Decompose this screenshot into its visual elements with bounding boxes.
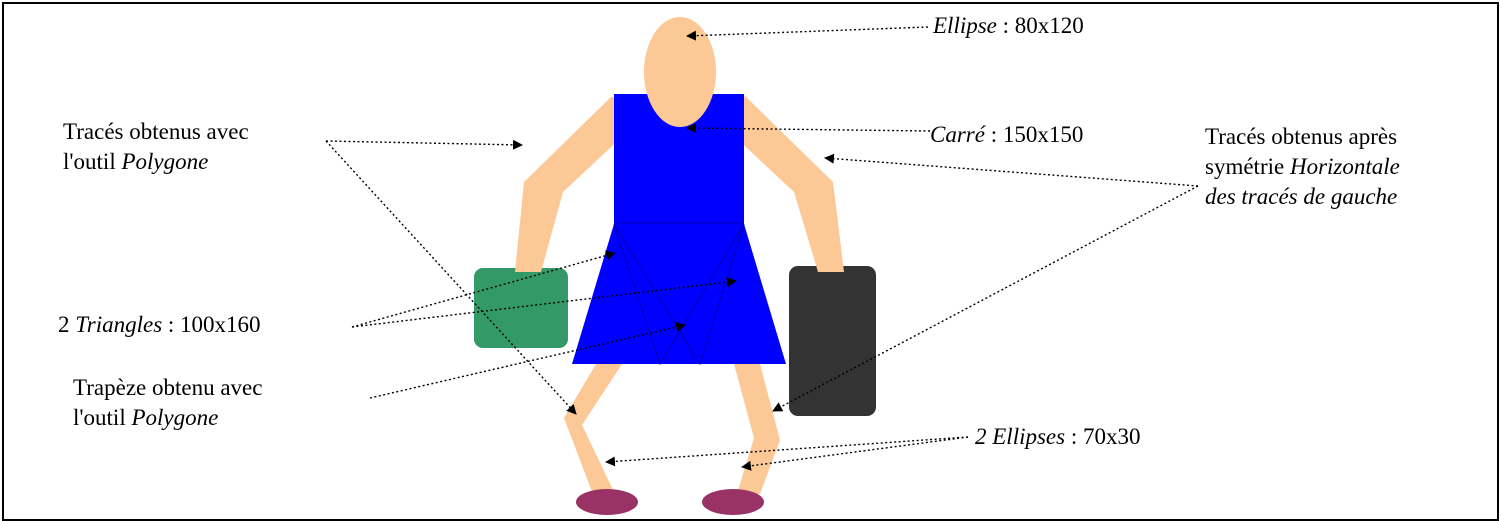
right-bag <box>789 266 876 416</box>
label-traces-polygone-prefix: l'outil <box>63 149 121 174</box>
label-symetrie-line1: Tracés obtenus après <box>1205 122 1400 152</box>
label-ellipses-shape: 2 Ellipses <box>975 424 1065 449</box>
label-symetrie-line3: des tracés de gauche <box>1205 182 1400 212</box>
left-leg <box>564 364 622 497</box>
label-trapeze-line2: l'outil Polygone <box>73 403 262 433</box>
label-traces-polygone-line1: Tracés obtenus avec <box>63 117 249 147</box>
right-shoe <box>702 489 764 515</box>
label-carre-shape: Carré <box>930 122 985 147</box>
label-trapeze: Trapèze obtenu avec l'outil Polygone <box>73 373 262 433</box>
label-trapeze-line1: Trapèze obtenu avec <box>73 373 262 403</box>
label-ellipses-feet: 2 Ellipses : 70x30 <box>975 422 1140 452</box>
label-symetrie: Tracés obtenus après symétrie Horizontal… <box>1205 122 1400 212</box>
label-symetrie-prefix: symétrie <box>1205 154 1290 179</box>
label-ellipse-dims: : 80x120 <box>997 13 1084 38</box>
label-triangles: 2 Triangles : 100x160 <box>58 310 261 340</box>
dress-skirt-trapezoid <box>572 224 786 364</box>
label-ellipse-head: Ellipse : 80x120 <box>933 11 1084 41</box>
label-traces-polygone-tool: Polygone <box>121 149 208 174</box>
label-symetrie-line3-text: des tracés de gauche <box>1205 184 1397 209</box>
label-symetrie-line2: symétrie Horizontale <box>1205 152 1400 182</box>
arrow-ellipses-to-left-shoe <box>606 437 968 462</box>
arrow-ellipse-to-head <box>687 27 928 36</box>
label-triangles-dims: : 100x160 <box>162 312 260 337</box>
label-carre-dims: : 150x150 <box>985 122 1083 147</box>
right-leg <box>734 364 780 494</box>
label-trapeze-prefix: l'outil <box>73 405 131 430</box>
label-ellipses-dims: : 70x30 <box>1065 424 1140 449</box>
head <box>644 17 716 127</box>
label-ellipse-shape: Ellipse <box>933 13 997 38</box>
arrow-polygone-to-left-arm <box>326 141 522 145</box>
label-symetrie-tool: Horizontale <box>1290 154 1400 179</box>
left-shoe <box>576 489 638 515</box>
label-traces-polygone: Tracés obtenus avec l'outil Polygone <box>63 117 249 177</box>
label-trapeze-tool: Polygone <box>131 405 218 430</box>
label-triangles-shape: Triangles <box>75 312 162 337</box>
left-bag <box>474 268 568 348</box>
label-traces-polygone-line2: l'outil Polygone <box>63 147 249 177</box>
label-triangles-count: 2 <box>58 312 75 337</box>
label-carre: Carré : 150x150 <box>930 120 1083 150</box>
arrow-symetrie-to-right-arm <box>825 158 1198 186</box>
